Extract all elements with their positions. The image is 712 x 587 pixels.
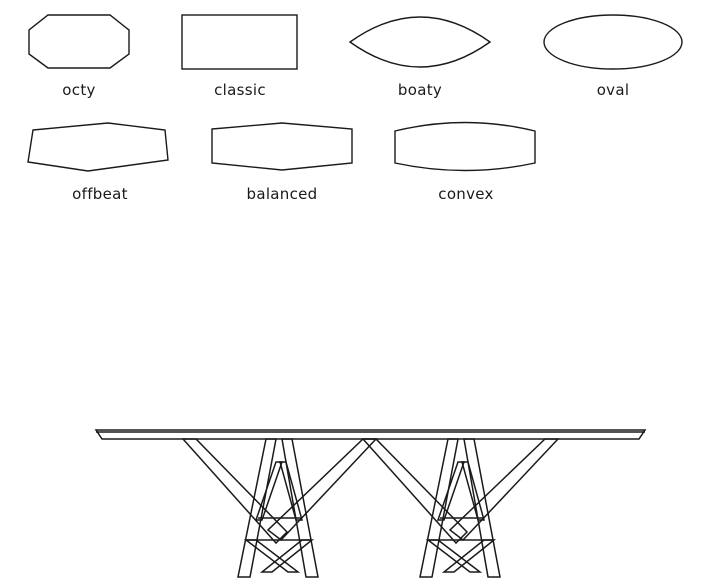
octy-label: octy [62, 81, 95, 99]
oval-label: oval [597, 81, 630, 99]
convex-label: convex [438, 185, 493, 203]
classic-outline [181, 14, 298, 70]
balanced-label: balanced [247, 185, 318, 203]
convex-outline [394, 121, 536, 172]
boaty-label: boaty [398, 81, 442, 99]
shape-convex[interactable]: convex [394, 121, 536, 204]
offbeat-outline [27, 122, 169, 172]
shape-classic[interactable]: classic [181, 14, 298, 99]
boaty-outline [348, 16, 492, 68]
table-top [94, 429, 647, 440]
table-elevation-drawing [94, 429, 647, 578]
classic-label: classic [214, 81, 266, 99]
table-base-left [181, 438, 378, 578]
shape-balanced[interactable]: balanced [211, 122, 353, 203]
shape-boaty[interactable]: boaty [348, 16, 492, 99]
balanced-outline [211, 122, 353, 171]
shape-offbeat[interactable]: offbeat [27, 122, 169, 203]
shape-oval[interactable]: oval [543, 14, 683, 99]
table-base-right [361, 438, 560, 578]
oval-outline [543, 14, 683, 70]
offbeat-label: offbeat [72, 185, 128, 203]
octy-outline [28, 14, 130, 69]
shape-octy[interactable]: octy [28, 14, 130, 99]
